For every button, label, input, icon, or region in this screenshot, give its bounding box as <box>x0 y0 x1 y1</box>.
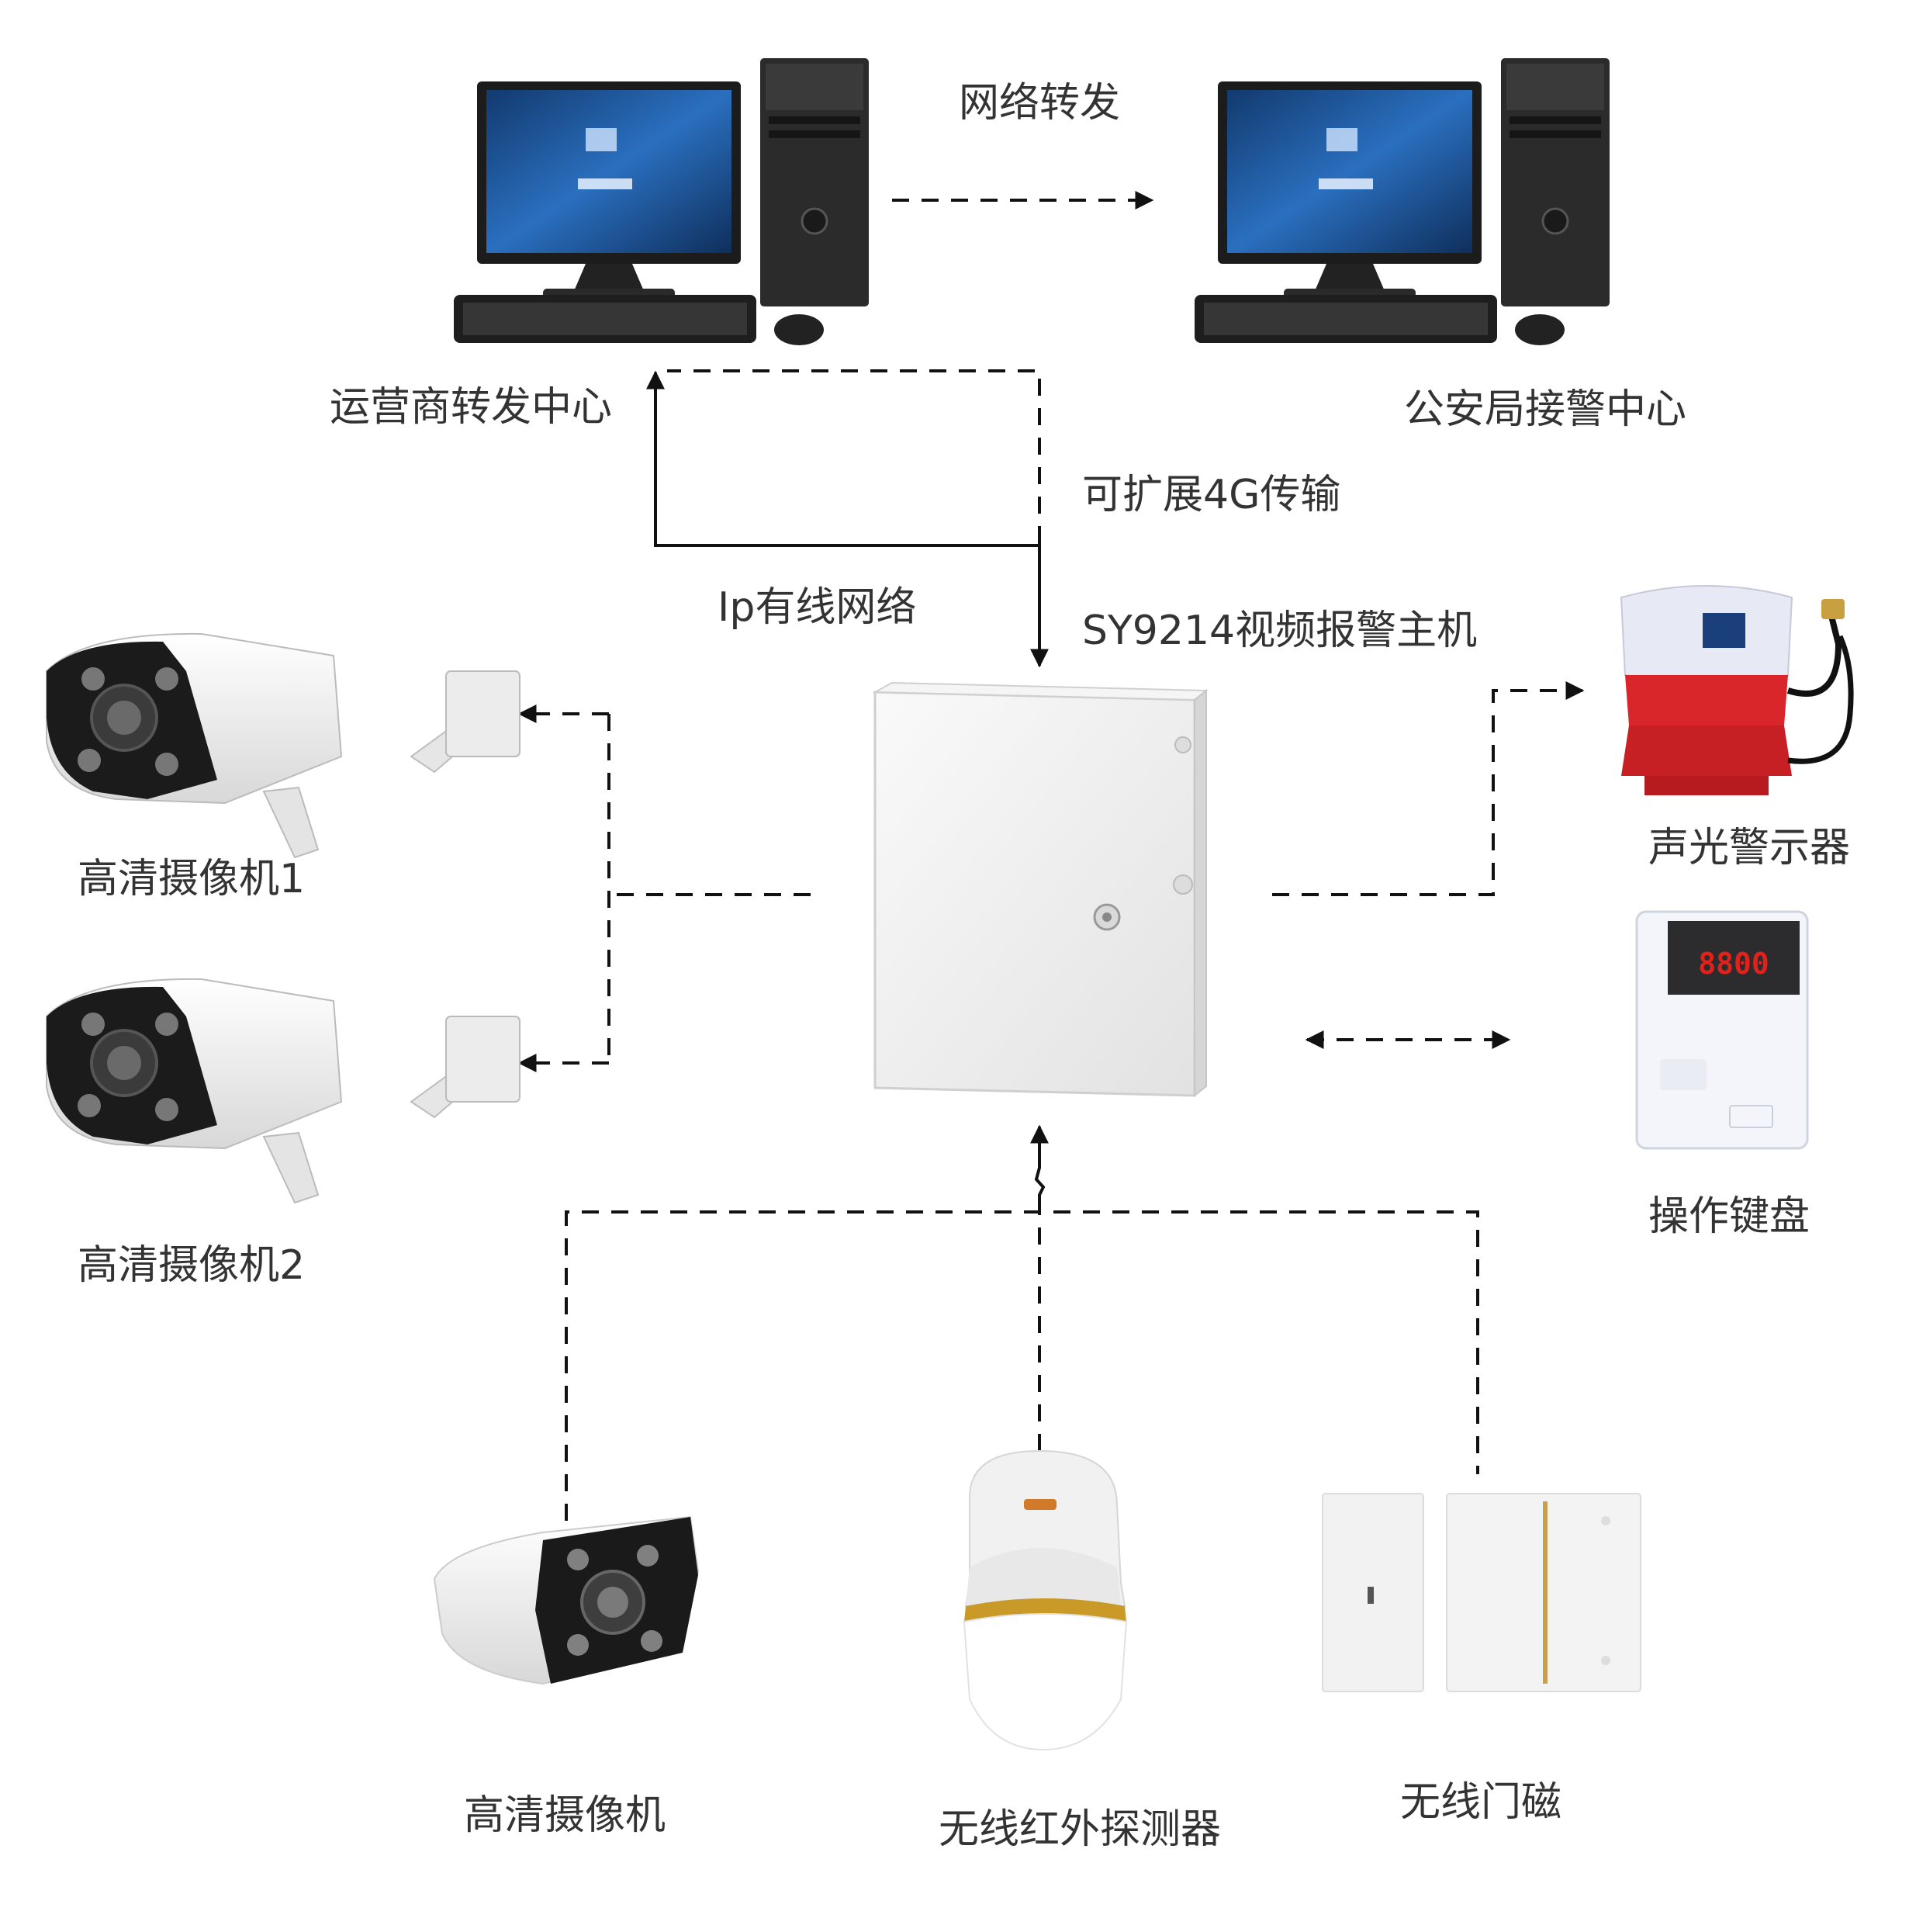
connections <box>517 191 1585 1521</box>
link-bottom-bus <box>565 1210 1479 1521</box>
link-up-to-host <box>1030 1124 1049 1212</box>
pir-device <box>963 1449 1128 1751</box>
forward-center-computer <box>454 58 869 345</box>
link-ip-wired <box>655 372 1039 547</box>
link-to-siren <box>1272 681 1585 896</box>
link-4g <box>667 369 1041 543</box>
label-network-forward: 网络转发 <box>959 80 1120 126</box>
label-door: 无线门磁 <box>1400 1779 1561 1826</box>
label-siren: 声光警示器 <box>1648 825 1850 871</box>
labels: 运营商转发中心 公安局接警中心 网络转发 可扩展4G传输 Ip有线网络 SY92… <box>78 80 1850 1853</box>
keypad-device: 8800 <box>1635 910 1809 1150</box>
keypad-display-text: 8800 <box>1698 947 1769 981</box>
label-camera2: 高清摄像机2 <box>78 1242 305 1289</box>
bullet-camera-icon <box>433 1515 700 1685</box>
camera2-device <box>46 978 520 1204</box>
keypad-icon: 8800 <box>1635 910 1809 1150</box>
label-camera3: 高清摄像机 <box>464 1792 666 1839</box>
bullet-camera-icon <box>46 632 520 859</box>
alarm-host-cabinet-icon <box>872 681 1209 1098</box>
desktop-computer-icon <box>454 58 869 345</box>
pir-detector-icon <box>963 1449 1128 1751</box>
label-pir: 无线红外探测器 <box>939 1806 1221 1853</box>
door-contact-icon <box>1322 1493 1641 1692</box>
siren-strobe-icon <box>1620 585 1854 795</box>
label-camera1: 高清摄像机1 <box>78 856 305 902</box>
camera1-device <box>46 632 520 859</box>
camera3-device <box>433 1515 700 1685</box>
label-forward-center: 运营商转发中心 <box>330 384 612 431</box>
bullet-camera-icon <box>46 978 520 1204</box>
label-ip-wired: Ip有线网络 <box>718 584 916 631</box>
label-4g: 可扩展4G传输 <box>1082 472 1340 518</box>
police-center-computer <box>1195 58 1610 345</box>
door-device <box>1322 1493 1641 1692</box>
label-host: SY9214视频报警主机 <box>1082 608 1477 654</box>
desktop-computer-icon <box>1195 58 1610 345</box>
label-police-center: 公安局接警中心 <box>1404 386 1686 433</box>
siren-device <box>1620 585 1854 795</box>
label-keypad: 操作键盘 <box>1648 1193 1810 1240</box>
alarm-host <box>872 681 1209 1098</box>
